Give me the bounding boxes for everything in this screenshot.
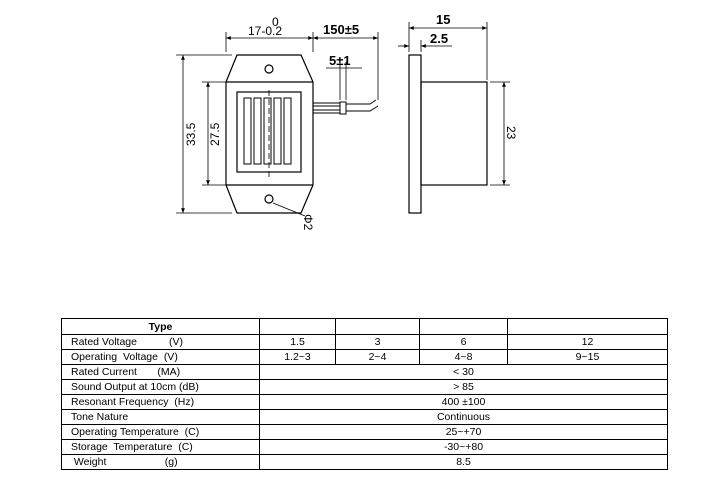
dim-side-depth: 15 xyxy=(436,12,450,27)
front-view-outline xyxy=(225,54,314,214)
cell-value: Continuous xyxy=(259,409,668,425)
dim-side-height: 23 xyxy=(504,126,518,140)
cell-value: 3 xyxy=(335,334,420,350)
table-row: Tone Nature Continuous xyxy=(61,409,668,425)
lead-wires xyxy=(313,99,379,115)
cell-value: 12 xyxy=(507,334,668,350)
row-label: Rated Voltage (V) xyxy=(61,334,260,350)
table-row: Sound Output at 10cm (dB) > 85 xyxy=(61,379,668,395)
table-row: Resonant Frequency (Hz) 400 ±100 xyxy=(61,394,668,410)
cell-value: 1.2~3 xyxy=(259,349,336,365)
cell-value: 4~8 xyxy=(419,349,508,365)
row-label: Weight (g) xyxy=(61,454,260,470)
cell-value: < 30 xyxy=(259,364,668,380)
cell-value: 25~+70 xyxy=(259,424,668,440)
cell-value: 6 xyxy=(419,334,508,350)
dim-top-width: 17-0.2 xyxy=(248,24,282,38)
dim-hole: Φ2 xyxy=(301,214,315,231)
dim-flange-thickness: 2.5 xyxy=(430,31,448,46)
row-label: Tone Nature xyxy=(61,409,260,425)
cell-value: 400 ±100 xyxy=(259,394,668,410)
side-body xyxy=(420,81,488,186)
dim-lead-length: 150±5 xyxy=(323,22,359,37)
table-row: Operating Voltage (V) 1.2~3 2~4 4~8 9~15 xyxy=(61,349,668,365)
table-row: Rated Voltage (V) 1.5 3 6 12 xyxy=(61,334,668,350)
row-label: Sound Output at 10cm (dB) xyxy=(61,379,260,395)
side-view xyxy=(398,22,510,214)
cell-value: 1.5 xyxy=(259,334,336,350)
table-row: Rated Current (MA) < 30 xyxy=(61,364,668,380)
cell-value: 9~15 xyxy=(507,349,668,365)
row-label: Rated Current (MA) xyxy=(61,364,260,380)
row-label: Operating Temperature (C) xyxy=(61,424,260,440)
dim-top-width-tol: 0 xyxy=(272,15,279,29)
cell-value: > 85 xyxy=(259,379,668,395)
dim-overall-height: 33.5 xyxy=(184,122,198,146)
dim-body-height: 27.5 xyxy=(208,122,222,146)
table-row: Operating Temperature (C) 25~+70 xyxy=(61,424,668,440)
table-row: Storage Temperature (C) -30~+80 xyxy=(61,439,668,455)
side-flange xyxy=(408,54,422,214)
cell-value: 8.5 xyxy=(259,454,668,470)
spec-table: Type Rated Voltage (V) 1.5 3 6 12 Operat… xyxy=(61,318,668,470)
row-label: Operating Voltage (V) xyxy=(61,349,260,365)
cell-value: 2~4 xyxy=(335,349,420,365)
type-header: Type xyxy=(61,318,260,335)
front-grille xyxy=(243,90,292,178)
mounting-hole-top xyxy=(264,64,274,74)
buzzer-dimension-drawing: 17-0.2 0 150±5 5±1 15 2.5 33.5 27.5 23 Φ… xyxy=(176,12,518,231)
row-label: Resonant Frequency (Hz) xyxy=(61,394,260,410)
table-header-row: Type xyxy=(61,318,668,335)
cell-value: -30~+80 xyxy=(259,439,668,455)
dim-lead-strip: 5±1 xyxy=(329,53,351,68)
mounting-hole-bottom xyxy=(264,194,274,204)
row-label: Storage Temperature (C) xyxy=(61,439,260,455)
table-row: Weight (g) 8.5 xyxy=(61,454,668,470)
front-view xyxy=(176,32,379,217)
